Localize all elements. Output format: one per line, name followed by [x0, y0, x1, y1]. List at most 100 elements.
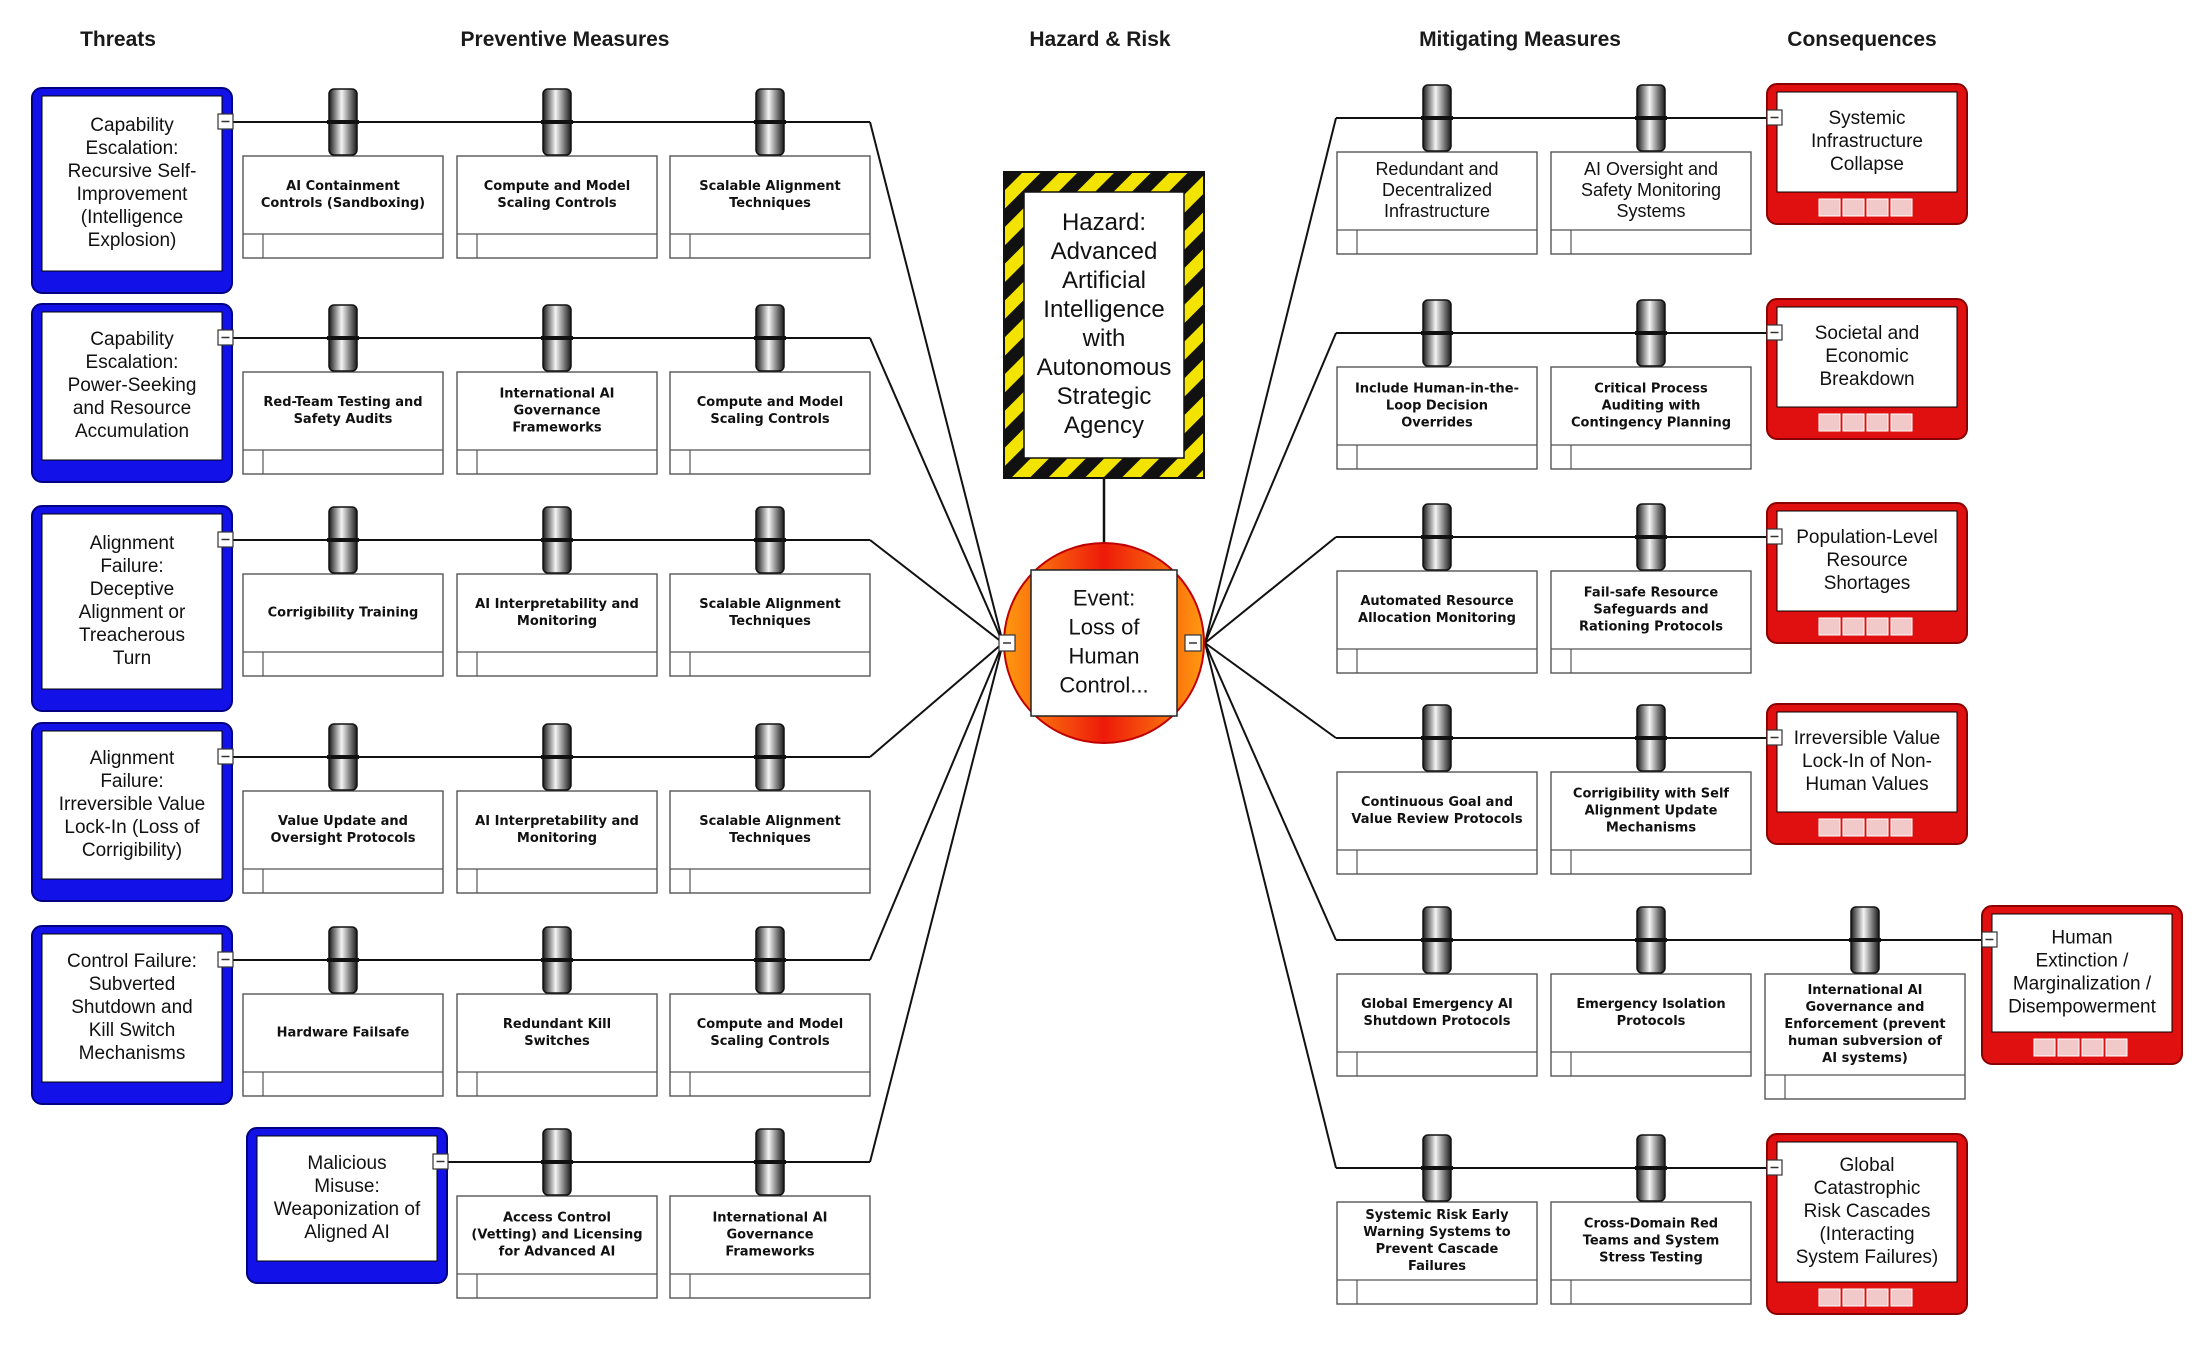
- threat-label-line: Shutdown and: [71, 997, 193, 1018]
- barrier-label-line: Emergency Isolation: [1576, 997, 1725, 1012]
- barrier-label-line: Scalable Alignment: [699, 597, 841, 612]
- barrier-clip-icon: [1421, 503, 1453, 571]
- consequence-collapse-toggle[interactable]: [1766, 528, 1783, 545]
- consequence-collapse-toggle[interactable]: [1766, 109, 1783, 126]
- threat-collapse-toggle[interactable]: [217, 748, 234, 765]
- risk-indicator-cell: [1842, 818, 1865, 837]
- threat-label-line: Explosion): [88, 230, 177, 251]
- threat-collapse-toggle[interactable]: [217, 531, 234, 548]
- barrier-label-line: Monitoring: [517, 831, 597, 846]
- consequence-collapse-toggle[interactable]: [1981, 931, 1998, 948]
- consequence-label-line: Human: [2051, 928, 2112, 949]
- threat-collapse-toggle[interactable]: [217, 329, 234, 346]
- barrier-label-line: Scaling Controls: [497, 196, 617, 211]
- threat-collapse-toggle[interactable]: [217, 951, 234, 968]
- barrier-clip-icon: [1421, 1134, 1453, 1202]
- threat-label-line: Failure:: [100, 771, 163, 792]
- consequence-collapse-toggle[interactable]: [1766, 729, 1783, 746]
- barrier-clip-icon: [754, 506, 786, 574]
- barrier-label-line: Include Human-in-the-: [1355, 382, 1519, 397]
- barrier-label-line: AI Interpretability and: [475, 597, 639, 612]
- barrier-label-line: Hardware Failsafe: [277, 1026, 410, 1041]
- barrier-label-line: Alignment Update: [1585, 804, 1718, 819]
- barrier-clip-icon: [541, 723, 573, 791]
- threat-collapse-toggle[interactable]: [432, 1153, 449, 1170]
- barrier-clip-icon: [1635, 906, 1667, 974]
- barrier-label-line: for Advanced AI: [499, 1245, 616, 1260]
- threat-label-line: Control Failure:: [67, 951, 197, 972]
- consequence-label-line: Human Values: [1805, 774, 1928, 795]
- barrier-label-line: Techniques: [729, 831, 811, 846]
- barrier-label-line: Systems: [1616, 201, 1685, 221]
- barrier-clip-icon: [1421, 906, 1453, 974]
- barrier-label-line: Value Update and: [278, 814, 408, 829]
- threat-collapse-toggle[interactable]: [217, 113, 234, 130]
- risk-indicator-cell: [1866, 1288, 1889, 1307]
- barrier-label-line: Shutdown Protocols: [1364, 1014, 1511, 1029]
- consequence-collapse-toggle[interactable]: [1766, 1159, 1783, 1176]
- consequence-label-line: (Interacting: [1819, 1224, 1914, 1245]
- barrier-measure[interactable]: Corrigibility Training: [242, 506, 444, 677]
- barrier-label-line: International AI: [499, 387, 614, 402]
- risk-indicator-cell: [1818, 818, 1841, 837]
- barrier-clip-icon: [327, 304, 359, 372]
- barrier-measure[interactable]: Hardware Failsafe: [242, 926, 444, 1097]
- consequence-collapse-toggle[interactable]: [1766, 324, 1783, 341]
- risk-indicator-cell: [1890, 617, 1913, 636]
- barrier-label-line: Allocation Monitoring: [1358, 611, 1516, 626]
- risk-indicator-cell: [1866, 198, 1889, 217]
- consequence-label-line: Infrastructure: [1811, 131, 1923, 152]
- threat-label-line: and Resource: [73, 398, 191, 419]
- barrier-label-line: Safeguards and: [1593, 603, 1708, 618]
- threat-label-line: (Intelligence: [81, 207, 183, 228]
- risk-indicator-cell: [1890, 198, 1913, 217]
- consequence-label-line: Disempowerment: [2008, 997, 2157, 1018]
